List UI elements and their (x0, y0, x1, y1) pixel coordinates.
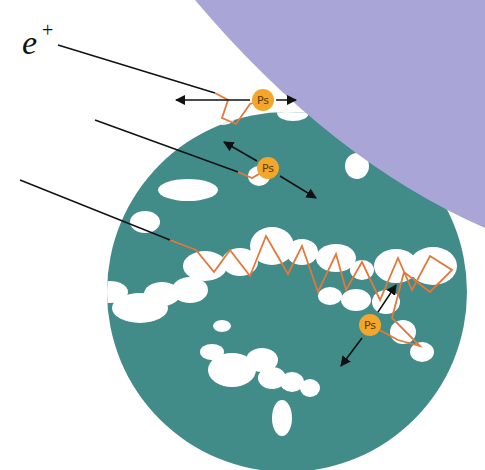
particle-label: Ps (257, 95, 269, 106)
diffusion-paths (170, 93, 452, 346)
charge-sign: + (42, 20, 53, 40)
particle-symbol: e (22, 26, 37, 60)
positronium-atom: Ps (359, 314, 381, 336)
positron-tracks (20, 45, 238, 240)
ps-motion-arrows (176, 100, 396, 366)
particle-label: Ps (262, 163, 274, 174)
positronium-atom: Ps (257, 157, 279, 179)
surface-region (195, 0, 485, 228)
particle-label: Ps (364, 320, 376, 331)
positronium-atom: Ps (252, 89, 274, 111)
